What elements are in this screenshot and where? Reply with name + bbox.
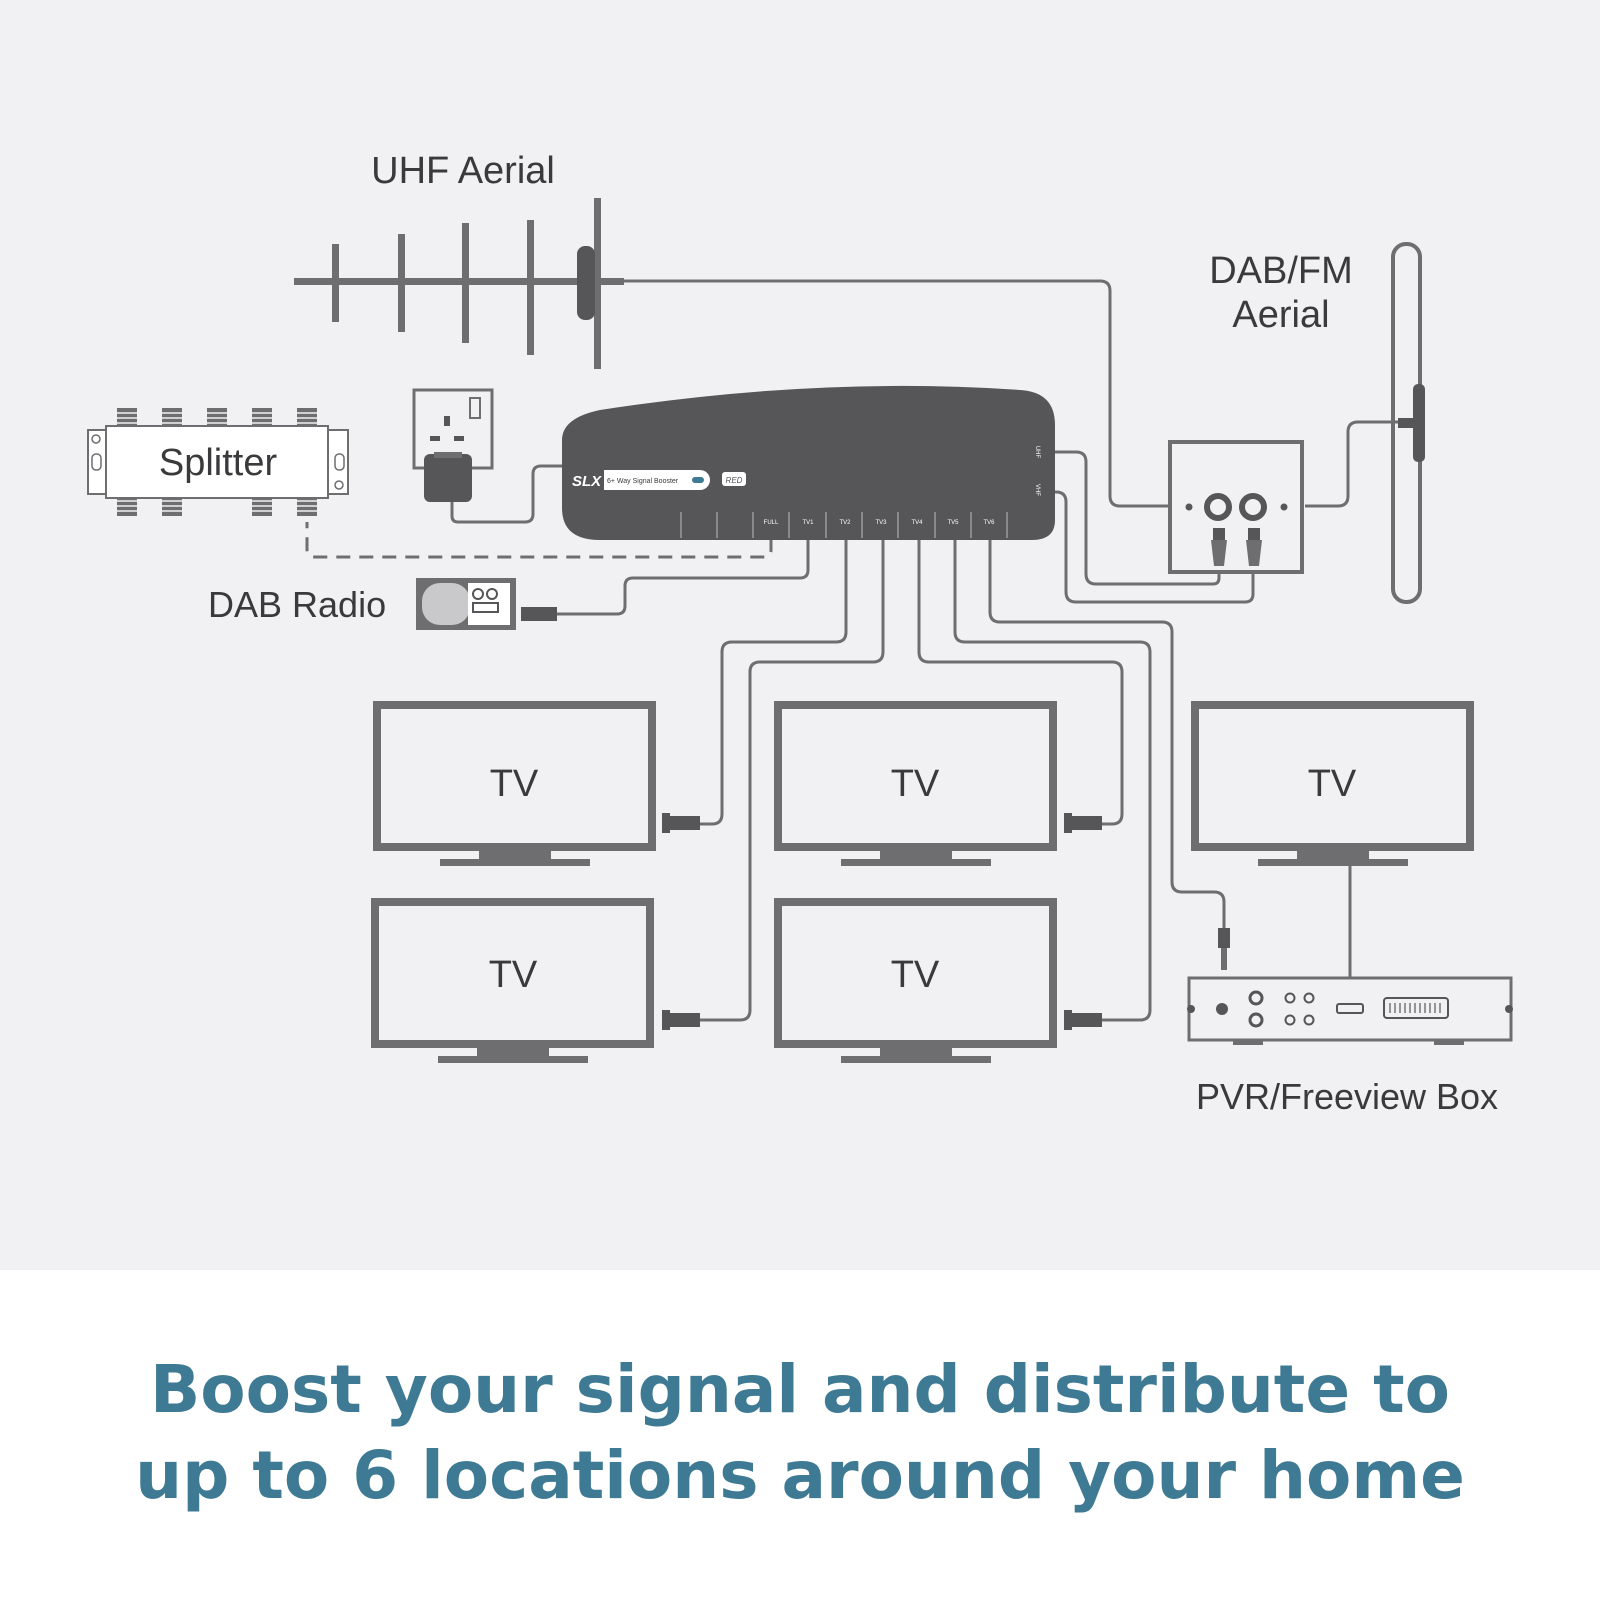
booster-port-tv3: TV3: [875, 520, 887, 526]
booster-port-tv5: TV5: [947, 520, 959, 526]
dab-radio-icon: [416, 578, 557, 630]
caption-line-2: up to 6 locations around your home: [135, 1437, 1465, 1514]
caption-line-1: Boost your signal and distribute to: [150, 1351, 1450, 1428]
tv-cable-1: [700, 538, 848, 826]
power-socket-icon: [412, 388, 494, 502]
booster-port-tv6: TV6: [983, 520, 995, 526]
pvr-box-icon: [1187, 928, 1513, 1045]
signal-booster-icon: [562, 385, 1055, 540]
tv-top-middle-label: TV: [891, 763, 940, 805]
plate-to-uhf-cable: [1055, 450, 1221, 586]
caption-panel: Boost your signal and distribute to up t…: [0, 1270, 1600, 1600]
splitter-label: Splitter: [159, 442, 278, 484]
splitter-icon: [87, 408, 349, 516]
booster-port-tv4: TV4: [911, 520, 923, 526]
dab-fm-aerial-label-line2: Aerial: [1232, 294, 1329, 336]
booster-port-tv2: TV2: [839, 520, 851, 526]
booster-model-label: 6+ Way Signal Booster: [607, 478, 679, 485]
dab-fm-aerial-icon: [1391, 242, 1425, 604]
tv-top-left-label: TV: [490, 763, 539, 805]
tv-bottom-middle-label: TV: [891, 954, 940, 996]
dab-fm-aerial-cable: [1305, 420, 1398, 508]
pvr-cable: [988, 538, 1226, 930]
booster-port-full: FULL: [764, 520, 779, 526]
tv-bottom-left-label: TV: [489, 954, 538, 996]
tv-top-left-icon: [373, 701, 700, 866]
booster-port-tv1: TV1: [802, 520, 814, 526]
uhf-aerial-cable: [590, 279, 1168, 508]
tv-cable-4: [953, 538, 1152, 1022]
tv-bottom-left-icon: [371, 898, 700, 1063]
plate-to-vhf-cable: [1054, 490, 1255, 604]
connection-diagram: UHF Aerial DAB/FM Aerial: [0, 0, 1600, 1270]
booster-badge-label: RED: [726, 476, 743, 485]
uhf-aerial-label: UHF Aerial: [371, 150, 555, 192]
uhf-aerial-icon: [294, 198, 624, 369]
booster-input-vhf: VHF: [1034, 484, 1040, 496]
dab-radio-cable: [556, 538, 810, 616]
booster-input-uhf: UHF: [1034, 446, 1040, 459]
cables: [305, 279, 1398, 1022]
tv-right-icon: [1191, 701, 1474, 866]
booster-brand-label: SLX: [572, 473, 602, 490]
pvr-box-label: PVR/Freeview Box: [1196, 1076, 1498, 1117]
power-cable: [450, 464, 562, 524]
tv-cable-3: [917, 538, 1124, 826]
aerial-wall-plate-icon: [1168, 440, 1304, 574]
dab-radio-label: DAB Radio: [208, 584, 386, 625]
tv-right-label: TV: [1308, 763, 1357, 805]
tv-cable-2: [700, 538, 885, 1022]
dab-fm-aerial-label-line1: DAB/FM: [1209, 250, 1353, 292]
tv-bottom-middle-icon: [774, 898, 1102, 1063]
tv-top-middle-icon: [774, 701, 1102, 866]
